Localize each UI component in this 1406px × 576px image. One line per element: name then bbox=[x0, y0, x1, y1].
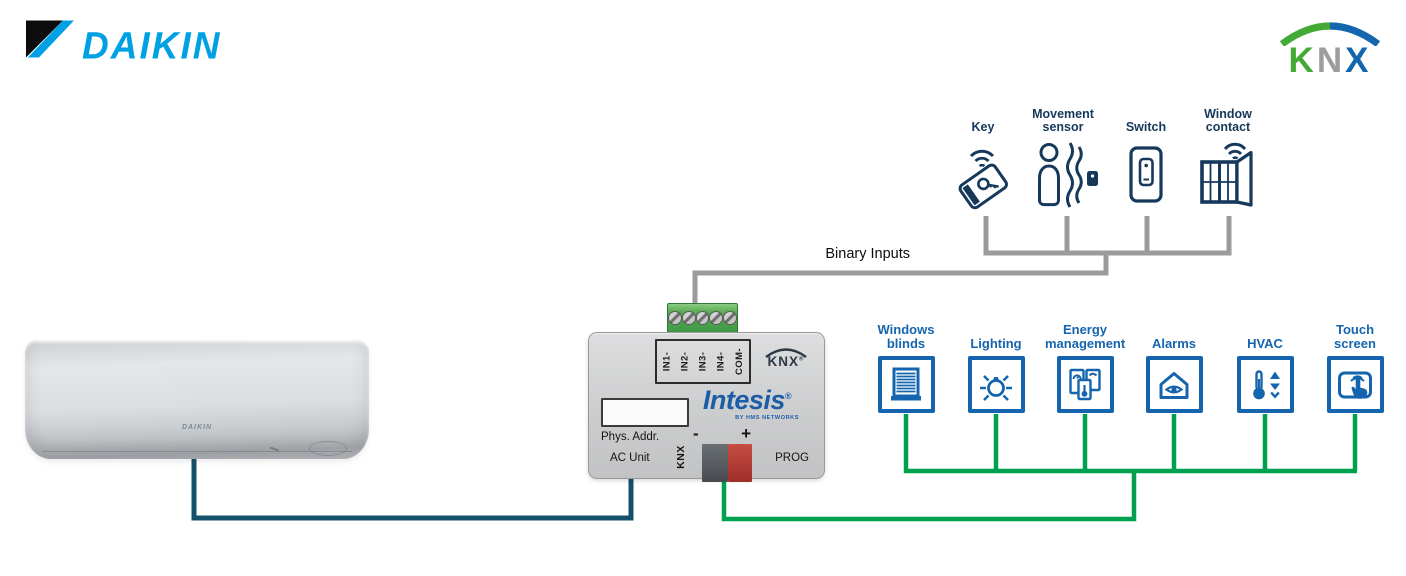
device-knx-logo: KNX® bbox=[761, 345, 811, 369]
phys-addr-box bbox=[601, 398, 689, 427]
terminal-label: IN2- bbox=[679, 351, 691, 372]
binary-inputs-caption: Binary Inputs bbox=[825, 246, 910, 262]
alarms-icon bbox=[1159, 371, 1189, 399]
terminal-screw bbox=[668, 311, 682, 325]
knx-function-box bbox=[1326, 356, 1384, 413]
terminal-labels-box: IN1- IN2- IN3- IN4- COM- bbox=[655, 339, 751, 384]
binary-input-label: Switch bbox=[1125, 120, 1167, 135]
knx-letter-k: K bbox=[1288, 41, 1317, 80]
binary-input-movement-sensor: Movement sensor bbox=[1018, 102, 1108, 213]
terminal-label: COM- bbox=[734, 348, 745, 375]
terminal-screw bbox=[723, 311, 737, 325]
registered-mark: ® bbox=[784, 391, 792, 401]
ac-unit-port-label: AC Unit bbox=[610, 452, 650, 464]
terminal-screw bbox=[709, 311, 724, 325]
knx-function-alarms: Alarms bbox=[1126, 318, 1222, 413]
knx-function-box bbox=[1056, 356, 1114, 413]
knx-function-energy-management: Energy management bbox=[1037, 318, 1133, 413]
plus-label: + bbox=[741, 424, 751, 443]
intesis-logo: Intesis® BY HMS NETWORKS bbox=[679, 387, 815, 422]
binary-input-key: Key bbox=[938, 102, 1028, 213]
terminal-label: IN3- bbox=[697, 351, 709, 372]
prog-button-label: PROG bbox=[775, 452, 809, 464]
knx-bus-wire bbox=[721, 414, 1358, 522]
ac-unit-wire bbox=[191, 452, 634, 521]
knx-logo: KNX bbox=[1272, 16, 1388, 78]
binary-input-label: Key bbox=[971, 120, 995, 135]
energy-management-icon bbox=[1069, 368, 1101, 400]
touch-screen-icon bbox=[1338, 371, 1372, 399]
knx-function-windows-blinds: Windows blinds bbox=[858, 318, 954, 413]
knx-logo-text: KNX bbox=[1272, 43, 1388, 78]
windows-blinds-icon bbox=[891, 367, 921, 400]
knx-function-label: Windows blinds bbox=[877, 321, 935, 352]
knx-function-box bbox=[877, 356, 935, 413]
knx-function-lighting: Lighting bbox=[948, 318, 1044, 413]
terminal-screw bbox=[681, 311, 696, 325]
knx-function-touch-screen: Touch screen bbox=[1307, 318, 1403, 413]
binary-input-label: Window contact bbox=[1204, 106, 1252, 135]
movement-sensor-icon bbox=[1038, 142, 1098, 208]
binary-input-window-contact: Window contact bbox=[1183, 102, 1273, 213]
hvac-icon bbox=[1253, 369, 1280, 399]
knx-port-label: KNX bbox=[675, 445, 688, 469]
knx-function-box bbox=[1236, 356, 1294, 413]
knx-function-label: Touch screen bbox=[1334, 321, 1376, 352]
terminal-screw bbox=[695, 311, 710, 325]
knx-terminal-negative bbox=[702, 444, 728, 482]
registered-mark: ® bbox=[799, 356, 805, 363]
knx-function-box bbox=[1145, 356, 1203, 413]
ac-unit-louver bbox=[309, 441, 347, 456]
switch-icon bbox=[1129, 146, 1163, 203]
knx-function-label: Alarms bbox=[1151, 336, 1197, 352]
knx-terminal-positive bbox=[728, 444, 752, 482]
daikin-logo-text: DAIKIN bbox=[82, 24, 222, 67]
intesis-tagline: BY HMS NETWORKS bbox=[735, 415, 799, 421]
phys-addr-label: Phys. Addr. bbox=[601, 431, 660, 443]
lighting-icon bbox=[980, 374, 1012, 401]
terminal-label: IN4- bbox=[715, 351, 727, 372]
daikin-mark-icon bbox=[26, 20, 74, 58]
knx-function-label: Energy management bbox=[1045, 321, 1126, 352]
terminal-label: IN1- bbox=[661, 351, 672, 372]
knx-function-label: Lighting bbox=[970, 336, 1022, 352]
knx-letter-n: N bbox=[1316, 41, 1346, 80]
window-contact-icon bbox=[1200, 142, 1253, 207]
knx-function-box bbox=[967, 356, 1025, 413]
minus-label: - bbox=[693, 424, 699, 443]
key-icon bbox=[958, 149, 1008, 210]
daikin-logo: DAIKIN bbox=[26, 20, 221, 64]
binary-bus-wire bbox=[692, 216, 1232, 304]
intesis-gateway: IN1- IN2- IN3- IN4- COM- KNX® Phys. Addr… bbox=[588, 303, 825, 483]
knx-function-label: HVAC bbox=[1247, 336, 1283, 352]
ac-indoor-unit: DAIKIN bbox=[25, 340, 369, 459]
knx-arc-icon bbox=[1279, 22, 1381, 46]
input-terminal-block bbox=[667, 303, 738, 333]
binary-input-label: Movement sensor bbox=[1032, 106, 1094, 135]
ac-unit-brand-label: DAIKIN bbox=[181, 424, 213, 431]
polarity-labels: - + bbox=[693, 425, 751, 442]
binary-input-switch: Switch bbox=[1101, 102, 1191, 213]
ac-unit-vent-detail bbox=[269, 446, 280, 452]
gateway-body: IN1- IN2- IN3- IN4- COM- KNX® Phys. Addr… bbox=[588, 332, 825, 482]
knx-letter-x: X bbox=[1345, 41, 1372, 80]
knx-function-hvac: HVAC bbox=[1217, 318, 1313, 413]
device-knx-arc-icon bbox=[765, 348, 807, 358]
